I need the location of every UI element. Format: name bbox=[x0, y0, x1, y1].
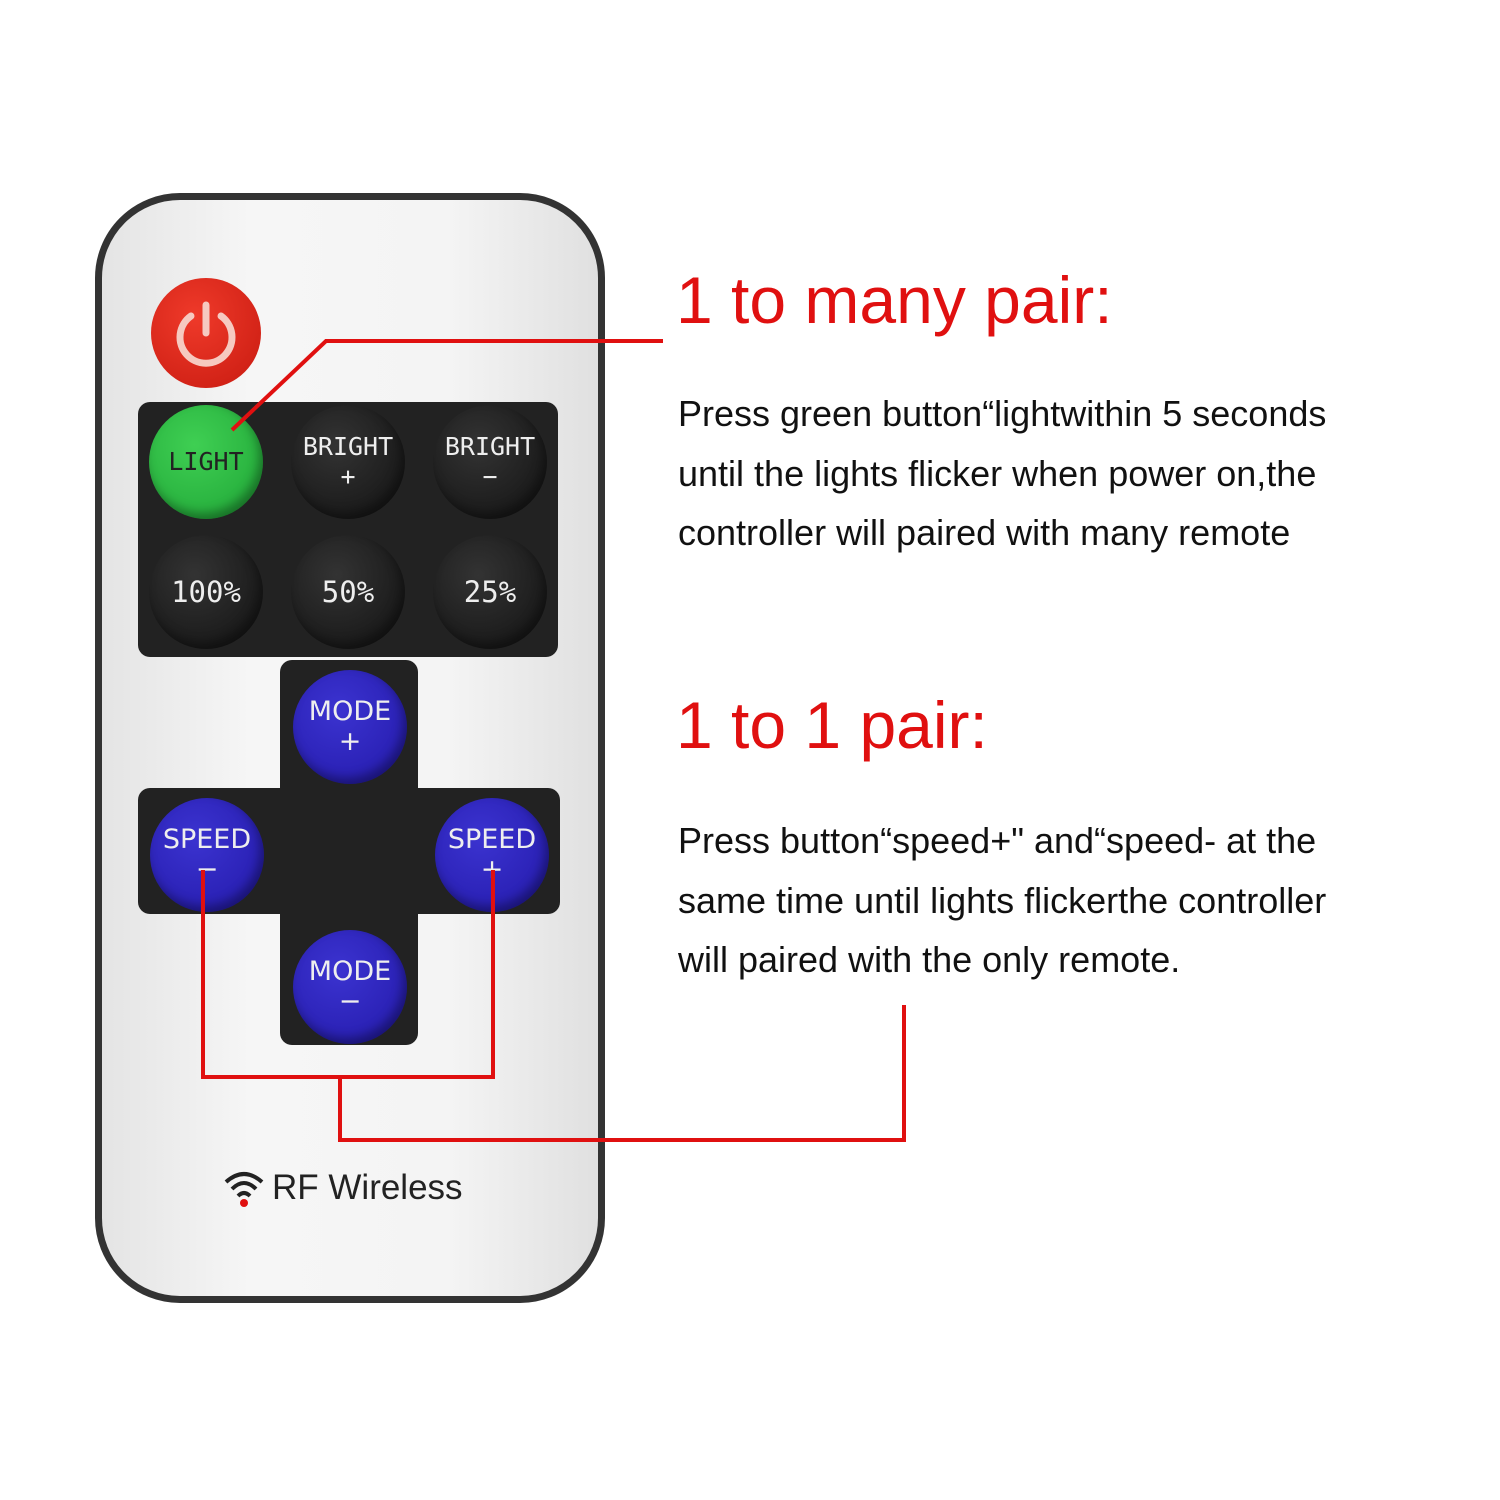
callout-line-speed bbox=[338, 1005, 906, 1142]
wifi-icon bbox=[224, 1172, 264, 1207]
power-icon bbox=[176, 301, 236, 367]
description-line: Press button“speed+" and“speed- at the bbox=[678, 820, 1317, 861]
one-to-one-title: 1 to 1 pair: bbox=[676, 688, 988, 762]
one-to-one-description: Press button“speed+" and“speed- at the s… bbox=[678, 811, 1478, 990]
callout-line-light bbox=[230, 339, 663, 432]
description-line: will paired with the only remote. bbox=[678, 939, 1181, 980]
bright-minus-button[interactable]: BRIGHT− bbox=[433, 405, 547, 519]
bright-label: BRIGHT bbox=[444, 432, 536, 461]
brightness-50-button[interactable]: 50% bbox=[291, 535, 405, 649]
mode-plus-button[interactable]: MODE+ bbox=[293, 670, 407, 784]
callout-line-speed-bracket bbox=[201, 870, 495, 1079]
light-label: LIGHT bbox=[168, 447, 244, 476]
bright-plus-button[interactable]: BRIGHT+ bbox=[291, 405, 405, 519]
label-50: 50% bbox=[321, 575, 375, 609]
mode-minus-button[interactable]: MODE− bbox=[293, 930, 407, 1044]
minus-label: − bbox=[338, 986, 362, 1017]
rf-wireless-label: RF Wireless bbox=[222, 1168, 463, 1208]
description-line: same time until lights flickerthe contro… bbox=[678, 879, 1327, 921]
one-to-many-description: Press green button“lightwithin 5 seconds… bbox=[678, 384, 1478, 563]
mode-label: MODE bbox=[308, 696, 392, 727]
plus-label: + bbox=[340, 462, 356, 491]
light-button[interactable]: LIGHT bbox=[149, 405, 263, 519]
plus-label: + bbox=[338, 726, 362, 757]
speed-label: SPEED bbox=[447, 824, 537, 855]
plus-label: + bbox=[480, 854, 504, 885]
one-to-many-title: 1 to many pair: bbox=[676, 263, 1113, 337]
power-button[interactable] bbox=[151, 278, 261, 388]
description-line: controller will paired with many remote bbox=[678, 512, 1291, 553]
brightness-25-button[interactable]: 25% bbox=[433, 535, 547, 649]
speed-label: SPEED bbox=[162, 824, 252, 855]
description-line: until the lights flicker when power on,t… bbox=[678, 452, 1317, 494]
brightness-100-button[interactable]: 100% bbox=[149, 535, 263, 649]
label-100: 100% bbox=[171, 575, 241, 609]
description-line: Press green button“lightwithin 5 seconds bbox=[678, 393, 1327, 434]
rf-wireless-text: RF Wireless bbox=[272, 1168, 463, 1207]
label-25: 25% bbox=[463, 575, 517, 609]
bright-label: BRIGHT bbox=[302, 432, 394, 461]
mode-label: MODE bbox=[308, 956, 392, 987]
minus-label: − bbox=[482, 462, 498, 491]
